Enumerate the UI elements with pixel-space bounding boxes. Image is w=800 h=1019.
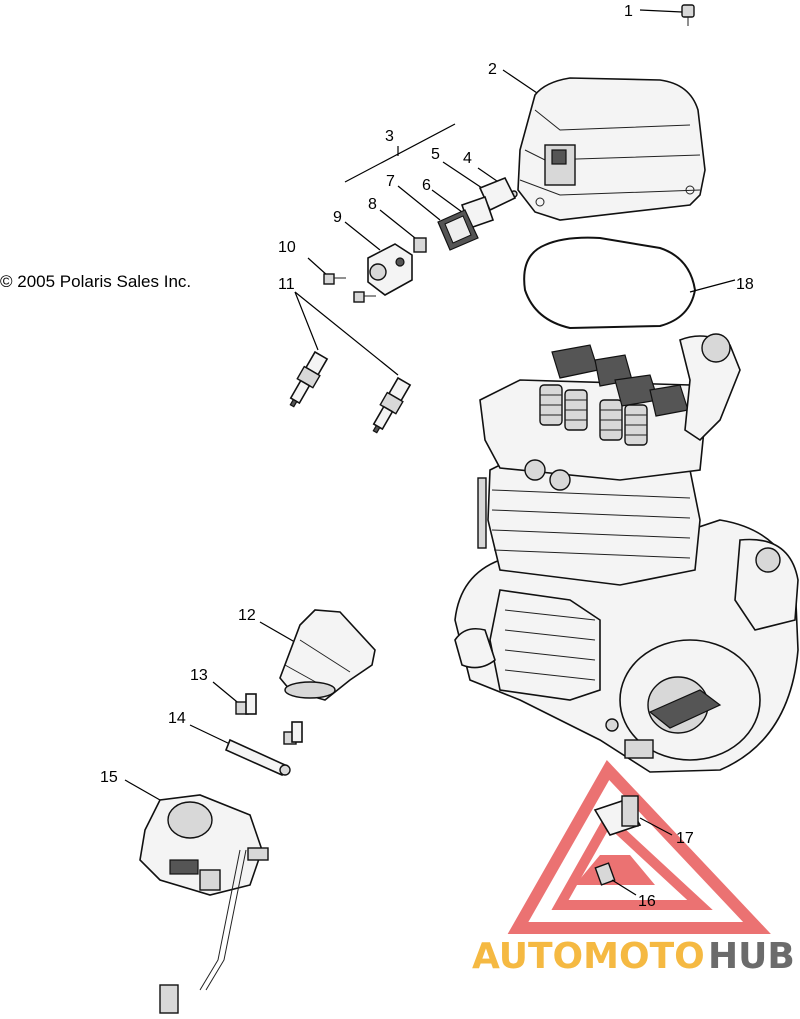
part-2-valve-cover <box>502 69 706 221</box>
callout-16: 16 <box>638 893 656 910</box>
callout-14: 14 <box>168 710 186 727</box>
callout-2: 2 <box>488 61 497 78</box>
callout-15: 15 <box>100 769 118 786</box>
part-10-bolts <box>307 257 376 303</box>
rocker-arms <box>551 344 689 417</box>
callout-8: 8 <box>368 196 377 213</box>
callout-12: 12 <box>238 607 256 624</box>
callout-5: 5 <box>431 146 440 163</box>
callout-13: 13 <box>190 667 208 684</box>
part-16-fitting <box>594 862 637 896</box>
callout-4: 4 <box>463 150 472 167</box>
watermark-text: AUTOMOTO HUB <box>472 936 795 977</box>
callout-10: 10 <box>278 239 296 256</box>
part-9-sensor <box>344 221 413 296</box>
part-7-square-gasket <box>397 185 479 251</box>
watermark-text-hub: HUB <box>708 936 795 977</box>
part-5-plate <box>442 161 517 212</box>
callout-labels: 1 2 3 4 5 6 7 8 9 10 11 12 13 14 15 16 1… <box>100 3 754 910</box>
engine-assembly <box>454 333 799 773</box>
part-17-fitting <box>593 795 673 836</box>
part-18-cover-gasket <box>523 236 736 330</box>
callout-18: 18 <box>736 276 754 293</box>
callout-11: 11 <box>278 276 295 293</box>
part-12-intake-boot <box>259 609 376 701</box>
part-3-bracket <box>344 123 456 183</box>
callout-17: 17 <box>676 830 694 847</box>
callout-6: 6 <box>422 177 431 194</box>
part-1-bolt <box>639 4 695 26</box>
valve-springs <box>539 384 648 446</box>
copyright-notice: © 2005 Polaris Sales Inc. <box>0 272 192 291</box>
part-8-clip <box>379 209 427 253</box>
part-14-pin <box>189 724 291 777</box>
part-15-throttle-body <box>124 779 269 1014</box>
callout-3: 3 <box>385 128 394 145</box>
callout-1: 1 <box>624 3 633 20</box>
part-11-spark-plugs <box>289 291 412 434</box>
watermark-text-automoto: AUTOMOTO <box>472 936 705 977</box>
callout-7: 7 <box>386 173 395 190</box>
callout-9: 9 <box>333 209 342 226</box>
watermark-logo <box>507 759 771 934</box>
part-13-bolts <box>212 681 303 745</box>
